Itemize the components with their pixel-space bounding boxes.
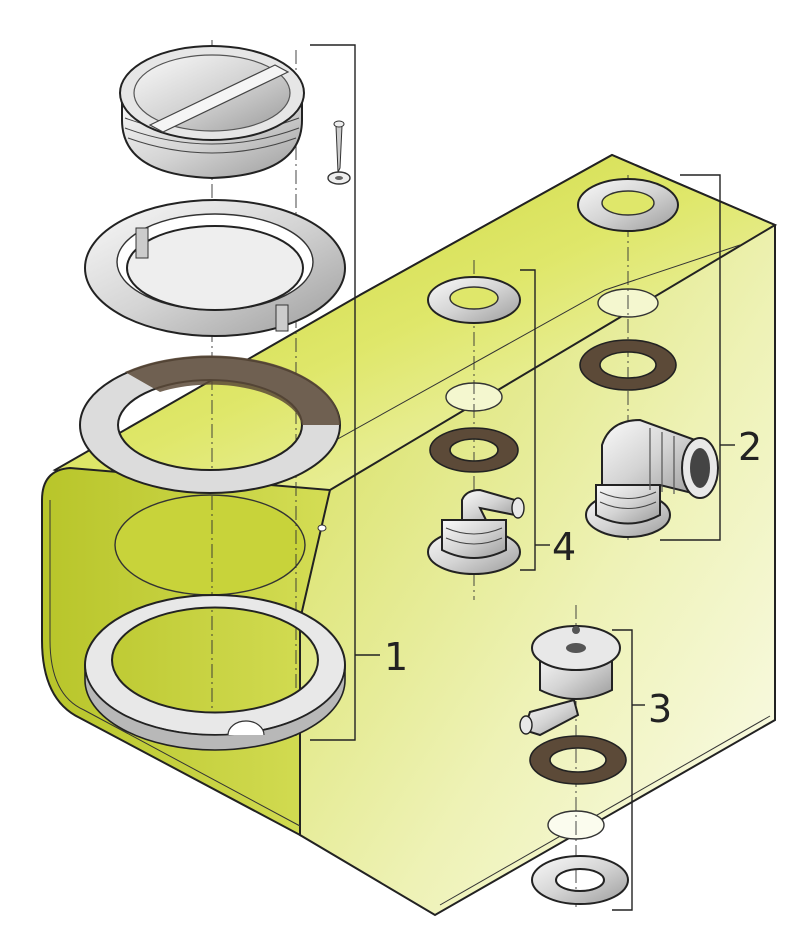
fitting-3-body <box>519 625 621 737</box>
assembly-4: 4 <box>427 260 576 600</box>
inspection-opening <box>114 494 306 596</box>
fitting-4-flange <box>427 276 521 324</box>
fitting-4-gasket <box>429 427 519 473</box>
fitting-2-elbow <box>585 418 719 538</box>
fitting-4-elbow <box>427 488 525 575</box>
callout-1: 1 <box>384 635 408 679</box>
fitting-2-flange <box>577 178 679 232</box>
callout-4: 4 <box>552 525 576 569</box>
fixing-screw <box>327 120 351 185</box>
gasket-ring <box>78 355 342 494</box>
assembly-3: 3 <box>519 605 672 911</box>
fitting-3-gasket <box>529 735 627 785</box>
callout-3: 3 <box>648 687 672 731</box>
clamp-ring <box>83 594 347 751</box>
screw-cap <box>119 45 305 180</box>
callout-2: 2 <box>738 425 762 469</box>
assembly-2: 2 <box>577 174 762 541</box>
fitting-3-washer <box>530 855 630 905</box>
flange-ring <box>84 199 346 337</box>
fitting-2-gasket <box>579 339 677 391</box>
assembly-1: 1 <box>78 40 408 751</box>
